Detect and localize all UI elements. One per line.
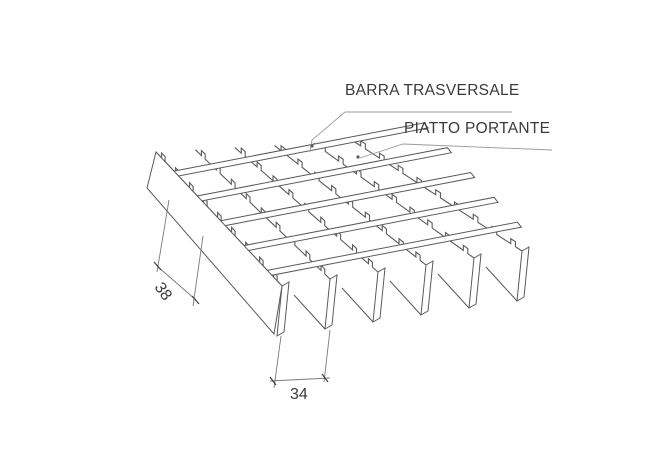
height-tick-b <box>191 295 200 305</box>
height-dim-line <box>156 265 197 301</box>
bearing-bar-end <box>516 246 530 302</box>
cross-bar-leader-dot <box>310 144 314 148</box>
pitch-dim-line <box>269 377 331 382</box>
bearing-bar-bottom-edge <box>389 280 422 316</box>
cross-bar <box>169 122 429 178</box>
pitch-ext-left <box>273 335 282 389</box>
bearing-bar-end <box>468 253 482 309</box>
bearing-bar-bottom-edge <box>485 266 518 302</box>
grating-side-face <box>146 150 283 336</box>
bearing-bar-end <box>324 274 338 330</box>
height-ext-bottom <box>192 235 204 307</box>
bearing-bar-bottom-edge <box>293 294 326 330</box>
cross-bar <box>192 147 453 203</box>
bearing-bar-end <box>372 267 386 323</box>
bearing-bar-end <box>276 281 290 337</box>
bearing-bars <box>155 139 530 337</box>
height-dimension-label: 38 <box>151 280 175 304</box>
bearing-bar-leader <box>359 143 553 159</box>
bearing-bar-label: PIATTO PORTANTE <box>404 120 550 137</box>
bearing-bar-top <box>155 151 283 287</box>
bearing-bar-end <box>420 260 434 316</box>
pitch-dimension: 34 <box>269 329 331 403</box>
height-ext-top <box>156 199 170 273</box>
cross-bar-label: BARRA TRASVERSALE <box>345 82 520 99</box>
pitch-tick-a <box>269 376 277 386</box>
pitch-ext-right <box>323 329 331 383</box>
cross-bars <box>169 122 523 277</box>
height-tick-a <box>153 261 162 271</box>
side-face <box>146 150 283 336</box>
bearing-bar-bottom-edge <box>341 287 374 323</box>
bearing-bar-leader-dot <box>356 155 360 159</box>
bearing-bar-top <box>313 142 475 259</box>
cross-bar <box>262 221 523 277</box>
cross-bar <box>215 171 476 228</box>
pitch-tick-b <box>321 373 329 383</box>
pitch-dimension-label: 34 <box>290 386 308 403</box>
callout-leaders <box>309 111 553 159</box>
bearing-bar-bottom-edge <box>437 273 470 309</box>
